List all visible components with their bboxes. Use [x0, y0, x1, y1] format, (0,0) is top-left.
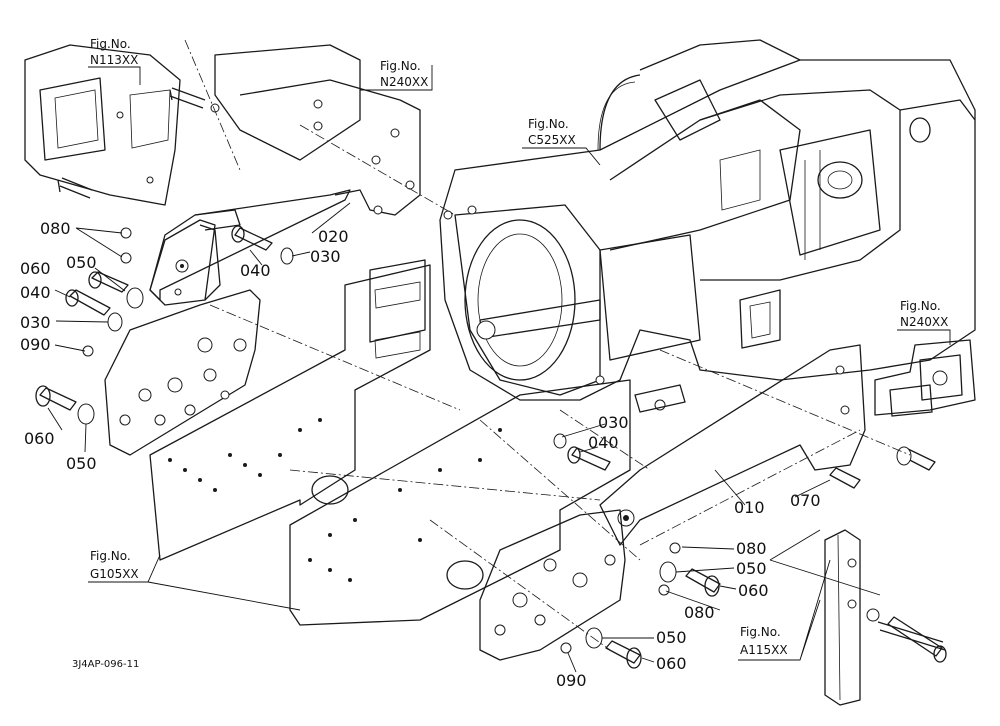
callout-090: 090: [20, 335, 51, 354]
callout-050: 050: [66, 454, 97, 473]
fig-ref-n240xx-top: Fig.No. N240XX: [380, 59, 428, 89]
fig-ref-code: N240XX: [900, 315, 948, 329]
callout-080: 080: [684, 603, 715, 622]
fig-ref-c525xx: Fig.No. C525XX: [528, 117, 576, 147]
large-frame-plate-center: [289, 379, 631, 626]
right-support-bracket: [874, 339, 976, 417]
callout-090: 090: [556, 671, 587, 690]
left-side-plate-020: [149, 189, 351, 306]
part-callouts: 080 020 040 030 060 050 040 030 090 060 …: [20, 219, 821, 690]
callout-040: 040: [240, 261, 271, 280]
callout-020: 020: [318, 227, 349, 246]
fig-ref-code: A115XX: [740, 643, 788, 657]
fig-ref-label: Fig.No.: [380, 59, 421, 73]
fig-ref-label: Fig.No.: [90, 549, 131, 563]
callout-050: 050: [736, 559, 767, 578]
callout-070: 070: [790, 491, 821, 510]
upper-left-bracket-assembly: [24, 44, 220, 206]
fig-ref-label: Fig.No.: [90, 37, 131, 51]
fig-ref-g105xx: Fig.No. G105XX: [90, 549, 139, 581]
callout-030: 030: [598, 413, 629, 432]
vertical-post-a115: [824, 529, 946, 706]
callout-030: 030: [20, 313, 51, 332]
callout-060: 060: [20, 259, 51, 278]
fig-ref-code: N240XX: [380, 75, 428, 89]
callout-060: 060: [656, 654, 687, 673]
callout-080: 080: [736, 539, 767, 558]
large-frame-plate-left: [149, 259, 431, 561]
fig-ref-code: G105XX: [90, 567, 139, 581]
callout-060: 060: [738, 581, 769, 600]
callout-040: 040: [20, 283, 51, 302]
bolts-and-washers: [35, 225, 947, 669]
transmission-housing: [439, 39, 976, 413]
callout-030: 030: [310, 247, 341, 266]
fig-ref-a115xx: Fig.No. A115XX: [740, 625, 788, 657]
callout-080: 080: [40, 219, 71, 238]
fig-ref-n240xx-right: Fig.No. N240XX: [900, 299, 948, 329]
callout-050: 050: [656, 628, 687, 647]
drawing-code: 3J4AP-096-11: [72, 659, 139, 670]
callout-060: 060: [24, 429, 55, 448]
right-side-plate-010: [599, 344, 866, 546]
fig-ref-code: C525XX: [528, 133, 576, 147]
callout-050: 050: [66, 253, 97, 272]
front-left-bracket: [104, 289, 261, 456]
callout-010: 010: [734, 498, 765, 517]
fig-ref-label: Fig.No.: [528, 117, 569, 131]
fig-ref-code: N113XX: [90, 53, 138, 67]
fig-ref-label: Fig.No.: [740, 625, 781, 639]
leader-lines: [47, 65, 951, 673]
callout-040: 040: [588, 433, 619, 452]
fig-ref-n113xx: Fig.No. N113XX: [90, 37, 138, 67]
front-right-bracket: [479, 509, 626, 661]
fig-ref-label: Fig.No.: [900, 299, 941, 313]
